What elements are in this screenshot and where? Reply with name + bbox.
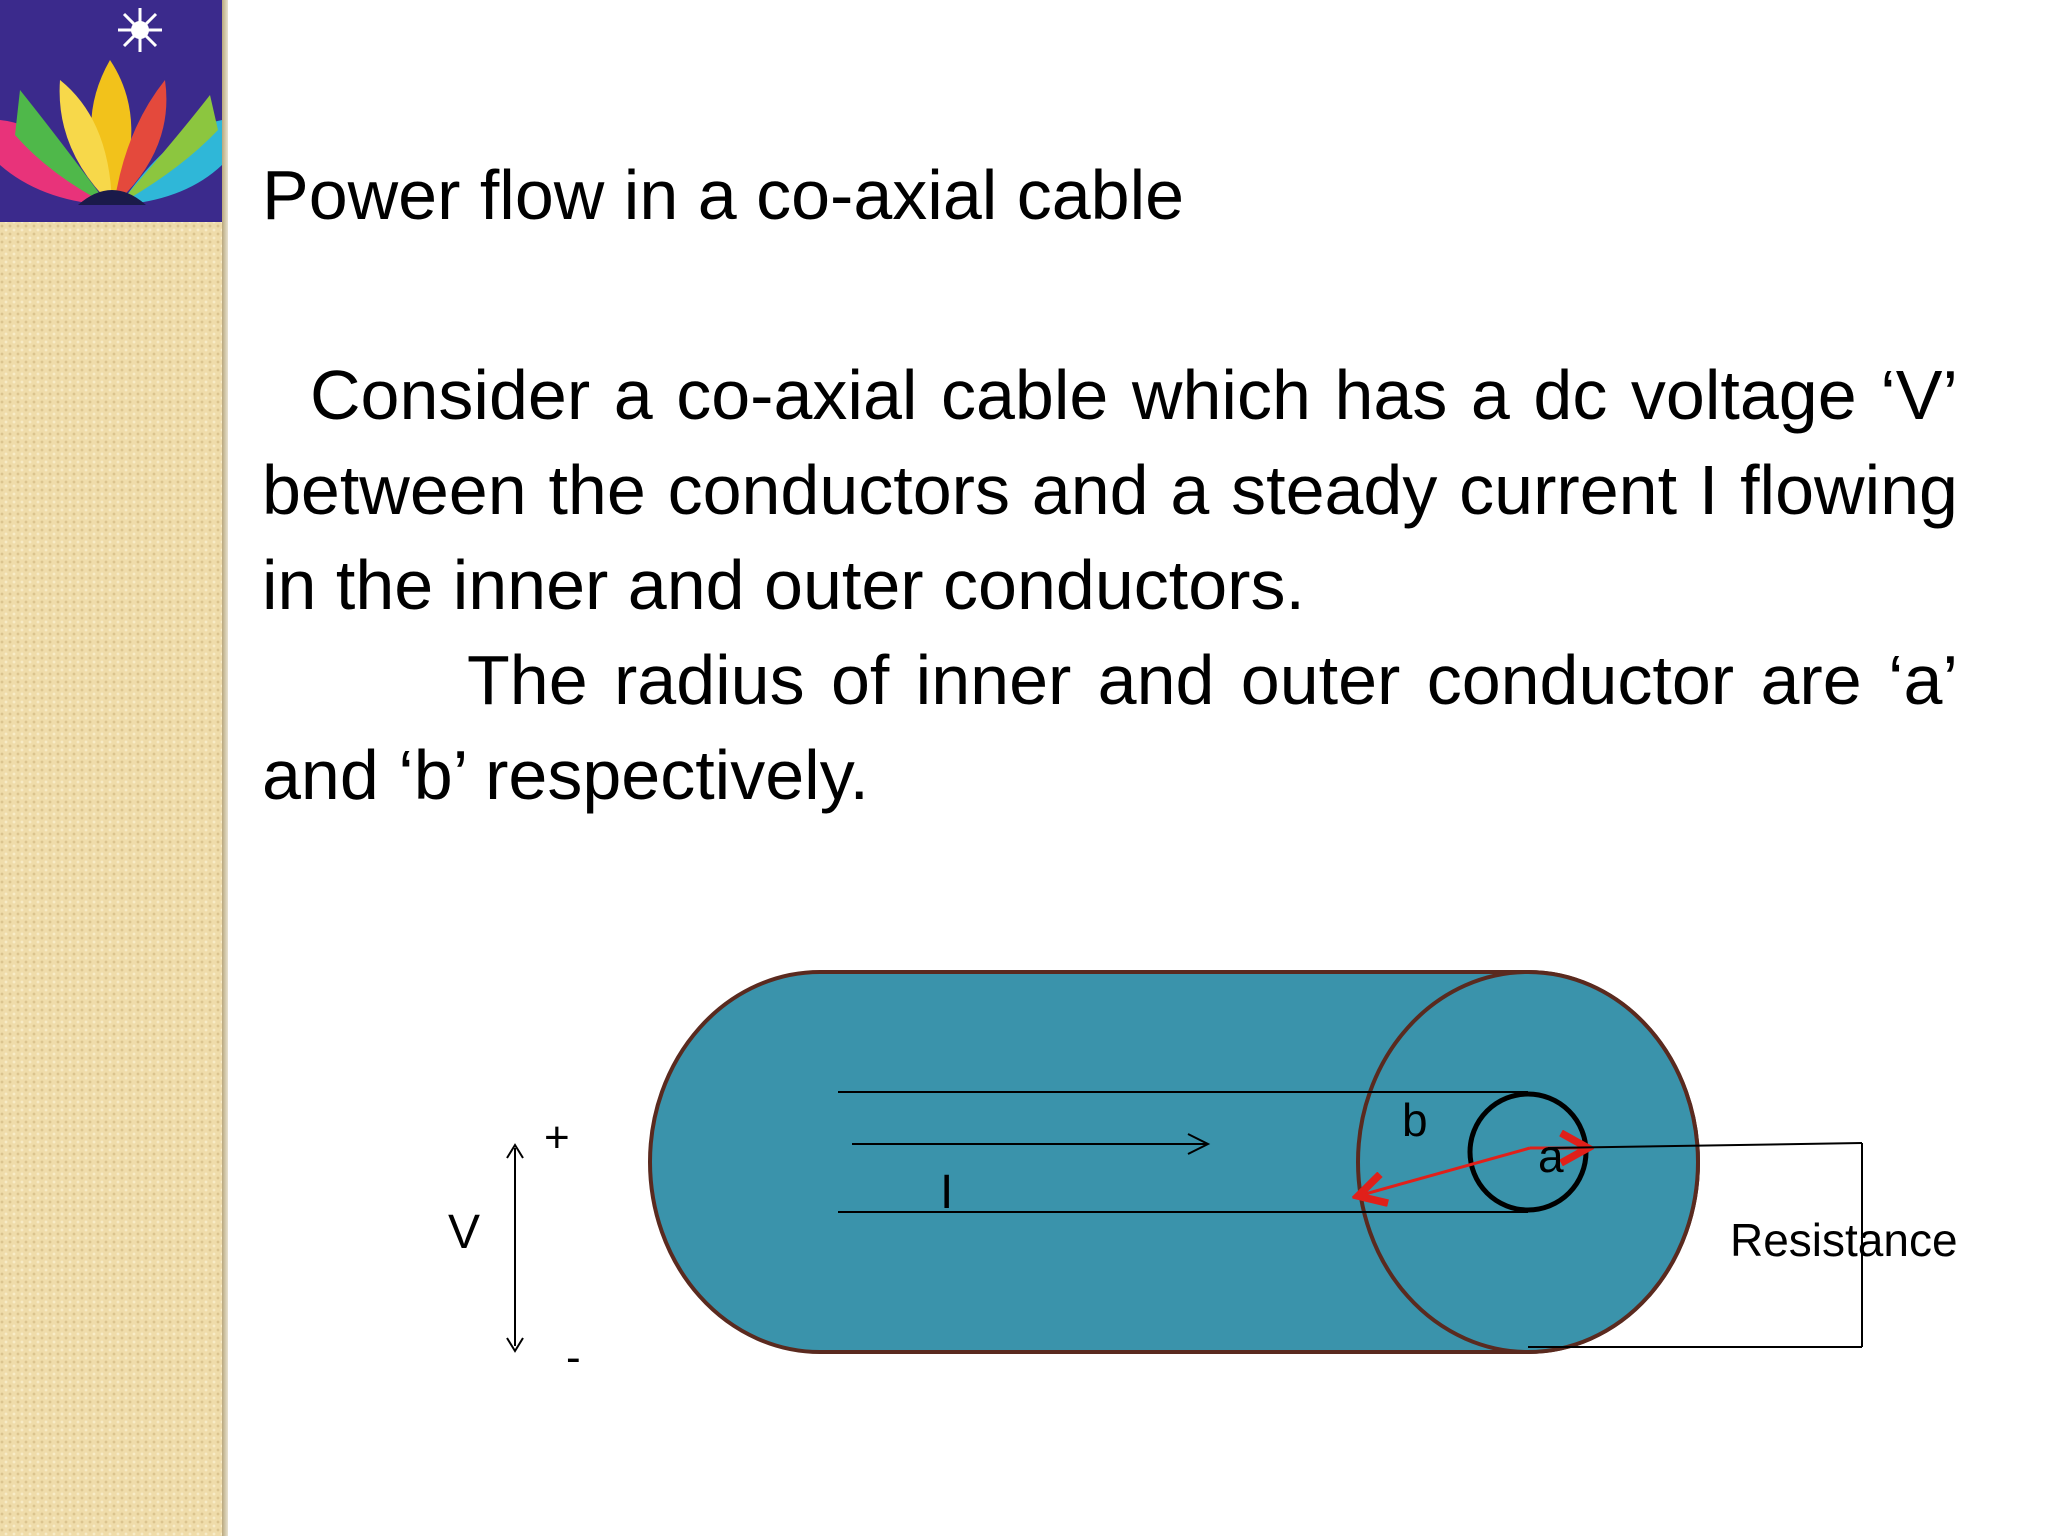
paragraph-intro: Consider a co-axial cable which has a dc… bbox=[262, 356, 1958, 624]
resistance-wire-top bbox=[1547, 1142, 1863, 1149]
star-icon bbox=[118, 8, 162, 52]
voltage-arrow-down-head bbox=[506, 1337, 524, 1353]
current-arrowhead bbox=[1187, 1133, 1211, 1155]
slide-title: Power flow in a co-axial cable bbox=[262, 156, 1185, 234]
cable-cross-section bbox=[1356, 970, 1700, 1354]
outer-radius-label: b bbox=[1402, 1094, 1428, 1146]
voltage-label: V bbox=[448, 1206, 480, 1259]
inner-radius-label: a bbox=[1538, 1130, 1564, 1182]
minus-label: - bbox=[566, 1333, 581, 1382]
coaxial-cable-diagram: V + - I b a Resistance bbox=[448, 970, 1958, 1382]
current-label: I bbox=[940, 1166, 953, 1219]
plus-label: + bbox=[544, 1113, 570, 1162]
voltage-arrow-up-head bbox=[506, 1143, 524, 1159]
paragraph-radius: The radius of inner and outer conductor … bbox=[262, 641, 1958, 814]
decorative-sidebar bbox=[0, 0, 222, 1536]
sidebar-divider bbox=[222, 0, 228, 1536]
slide-body: Consider a co-axial cable which has a dc… bbox=[262, 348, 1958, 823]
lotus-logo-icon bbox=[0, 0, 222, 222]
radius-b-arrow bbox=[1358, 1146, 1531, 1196]
resistance-label: Resistance bbox=[1730, 1214, 1958, 1266]
